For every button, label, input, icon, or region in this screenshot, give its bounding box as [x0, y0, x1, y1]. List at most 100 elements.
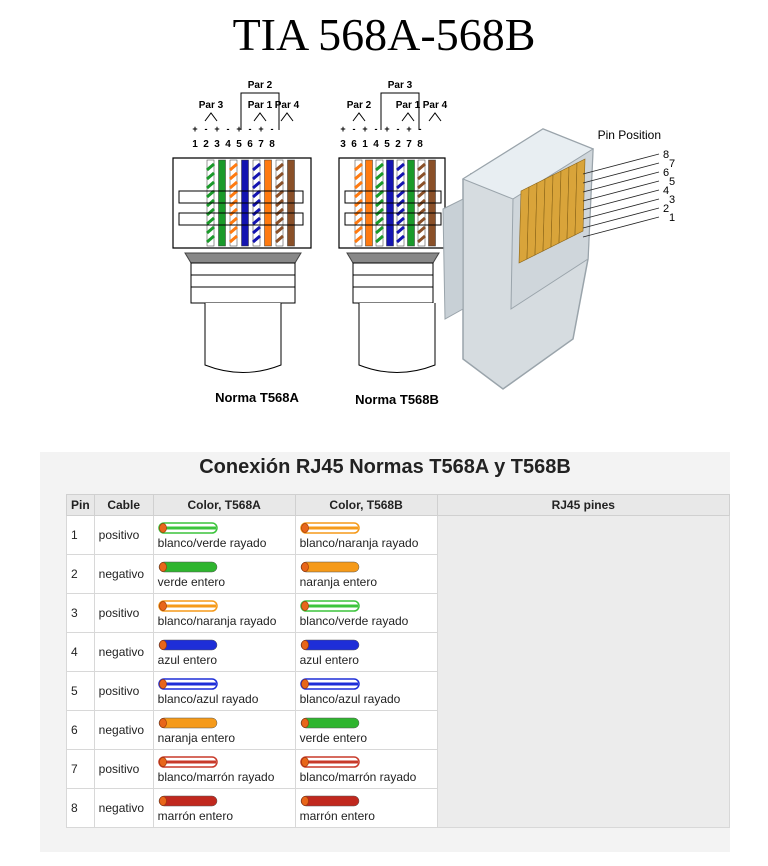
wire-stripe — [354, 234, 363, 244]
wire-stripe — [396, 216, 405, 226]
color-cell-b: azul entero — [294, 632, 438, 672]
top-pair-label: Par 3 — [388, 80, 413, 91]
solid-wire-icon — [158, 795, 217, 807]
wire-stripe — [229, 234, 238, 244]
header-cable: Cable — [93, 494, 154, 516]
color-label: blanco/marrón rayado — [299, 770, 417, 784]
wire-stripe — [275, 234, 284, 244]
page-title: TIA 568A-568B — [232, 9, 536, 60]
color-cell-a: marrón entero — [152, 788, 296, 828]
wire-stripe — [275, 207, 284, 217]
pin-line — [582, 180, 660, 202]
contact-band-bottom — [344, 212, 442, 226]
wire-stripe — [229, 171, 238, 181]
wire-stripe — [375, 225, 384, 235]
pair-label: Par 1 — [396, 100, 421, 111]
wire-stripe — [229, 207, 238, 217]
color-label: blanco/azul rayado — [157, 692, 259, 706]
cable-cell: negativo — [93, 632, 154, 672]
pair-label: Par 4 — [275, 100, 300, 111]
pin-cell: 4 — [66, 632, 95, 672]
pair-caret — [352, 112, 366, 122]
color-cell-a: verde entero — [152, 554, 296, 594]
wire-stripe — [252, 180, 261, 190]
pair-caret — [253, 112, 267, 122]
pin-position-number: 2 — [663, 203, 669, 215]
wire-stripe — [417, 180, 426, 190]
connector-clip — [184, 252, 302, 264]
wire-stripe — [375, 180, 384, 190]
color-label: azul entero — [157, 653, 218, 667]
pin-position-number: 3 — [669, 194, 675, 206]
wire-stripe — [375, 171, 384, 181]
top-pair-bracket — [380, 92, 420, 130]
wire-stripe — [206, 180, 215, 190]
wire-stripe — [206, 189, 215, 199]
wire-stripe — [275, 162, 284, 172]
pair-label: Par 3 — [199, 100, 224, 111]
pair-label: Par 2 — [347, 100, 372, 111]
wire-stripe — [417, 216, 426, 226]
pin-line — [582, 198, 660, 220]
wire-stripe — [417, 207, 426, 217]
color-cell-a: blanco/azul rayado — [152, 671, 296, 711]
cable-jacket — [204, 303, 282, 373]
pin-number: 3 — [214, 139, 220, 150]
wire-stripe — [375, 216, 384, 226]
wire-stripe — [206, 207, 215, 217]
connector-strain-relief — [352, 262, 434, 304]
rj45-plug — [442, 128, 595, 390]
wire-stripe — [252, 234, 261, 244]
pin-position-number: 6 — [663, 167, 669, 179]
pin-sign: + — [384, 124, 389, 134]
wire-stripe — [354, 225, 363, 235]
color-label: blanco/azul rayado — [299, 692, 401, 706]
signs-row: +-+-+-+- — [192, 124, 273, 134]
pin-number: 2 — [203, 139, 209, 150]
wire-stripe — [206, 225, 215, 235]
color-cell-a: naranja entero — [152, 710, 296, 750]
striped-wire-icon — [299, 756, 360, 768]
striped-wire-icon — [157, 756, 218, 768]
caption-t568b: Norma T568B — [355, 392, 439, 407]
color-cell-b: blanco/naranja rayado — [294, 515, 438, 555]
cable-cell: positivo — [93, 593, 154, 633]
color-cell-b: blanco/azul rayado — [294, 671, 438, 711]
pair-caret — [428, 112, 442, 122]
solid-wire-icon — [158, 639, 217, 651]
color-label: blanco/verde rayado — [157, 536, 267, 550]
wire-stripe — [275, 180, 284, 190]
pin-cell: 6 — [66, 710, 95, 750]
pin-line — [582, 162, 660, 184]
wire-stripe — [354, 162, 363, 172]
table-header-row: Pin Cable Color, T568A Color, T568B RJ45… — [66, 494, 731, 516]
wire-stripe — [396, 180, 405, 190]
pair-caret — [401, 112, 415, 122]
pin-number: 3 — [340, 139, 346, 150]
pin-sign: - — [419, 124, 422, 134]
pair-caret — [204, 112, 218, 122]
wire-stripe — [354, 189, 363, 199]
pin-position-number: 7 — [669, 158, 675, 170]
pin-number: 7 — [258, 139, 264, 150]
header-color-b: Color, T568B — [294, 494, 438, 516]
header-pin: Pin — [66, 494, 95, 516]
striped-wire-icon — [157, 522, 218, 534]
pin-number: 7 — [406, 139, 412, 150]
top-pair-bracket — [240, 92, 280, 130]
wire-stripe — [275, 216, 284, 226]
pin-sign: - — [397, 124, 400, 134]
wire-stripe — [252, 162, 261, 172]
rj45-pin-table: Pin Cable Color, T568A Color, T568B RJ45… — [66, 494, 731, 828]
pin-position-number: 8 — [663, 149, 669, 161]
wire-stripe — [354, 171, 363, 181]
solid-wire-icon — [300, 561, 359, 573]
rj45-table-panel: Conexión RJ45 Normas T568A y T568B Pin C… — [40, 452, 731, 852]
pin-sign: - — [205, 124, 208, 134]
color-cell-b: blanco/verde rayado — [294, 593, 438, 633]
wire-stripe — [275, 171, 284, 181]
cable-cell: positivo — [93, 749, 154, 789]
striped-wire-icon — [157, 678, 218, 690]
